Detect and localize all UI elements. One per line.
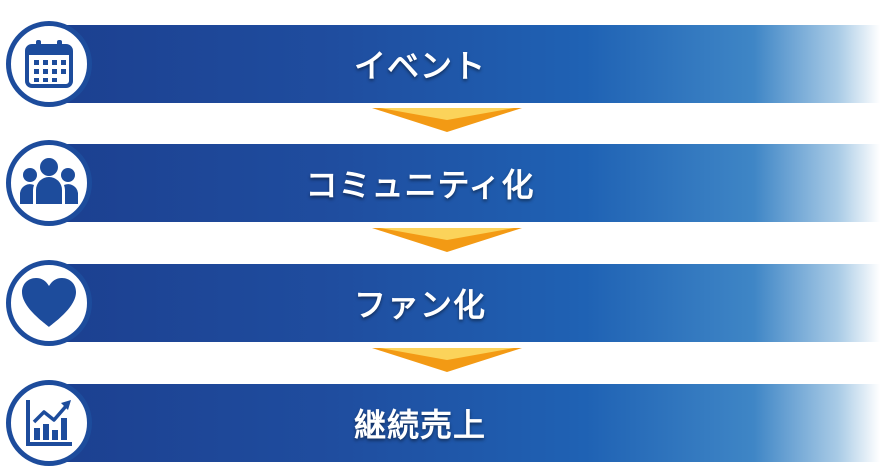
- down-arrow-2-highlight: [380, 228, 514, 240]
- step-band: [40, 25, 880, 103]
- step-label: イベント: [353, 47, 486, 85]
- flow-step-revenue: 継続売上: [0, 380, 880, 466]
- icon-badge: [6, 21, 92, 107]
- flow-step-event: イベント: [0, 21, 880, 107]
- step-band: [40, 264, 880, 342]
- flow-step-community: コミュニティ化: [0, 140, 880, 226]
- step-label: 継続売上: [353, 406, 486, 444]
- down-arrow-3-highlight: [380, 348, 514, 360]
- flow-step-fan: ファン化: [0, 260, 880, 346]
- growth-chart-icon: [26, 400, 72, 446]
- step-label: コミュニティ化: [305, 166, 535, 204]
- icon-badge: [6, 260, 92, 346]
- icon-badge: [6, 380, 92, 466]
- calendar-icon: [25, 40, 73, 88]
- down-arrow-1-highlight: [380, 108, 514, 120]
- icon-badge: [6, 140, 92, 226]
- step-label: ファン化: [353, 286, 486, 324]
- heart-icon: [22, 278, 76, 327]
- step-band: [40, 144, 880, 222]
- step-band: [40, 384, 880, 462]
- community-icon: [20, 158, 78, 204]
